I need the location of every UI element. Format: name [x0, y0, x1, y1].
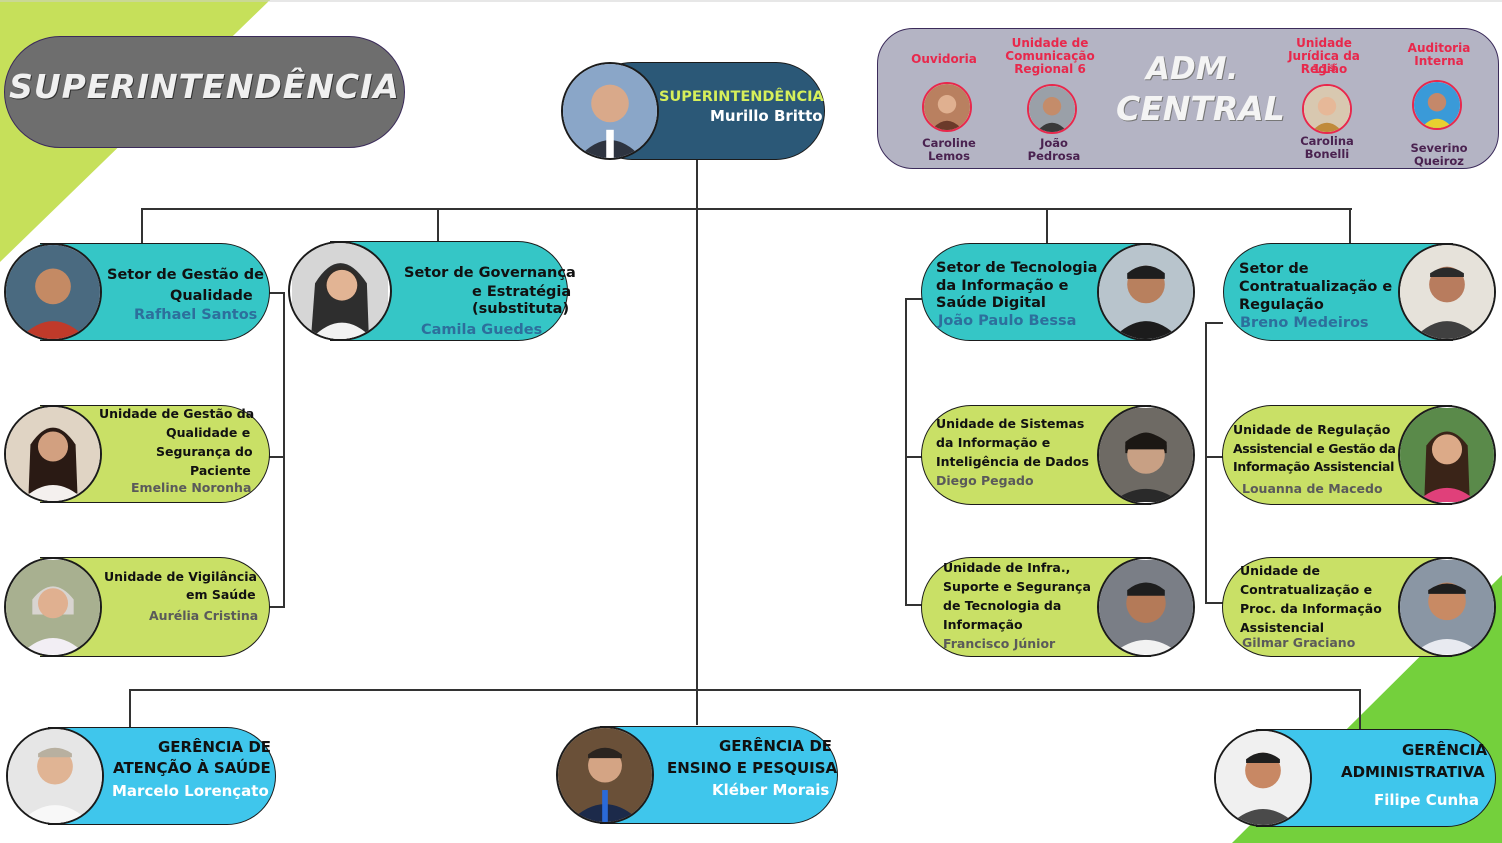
- unit-regulacao-line-2: Assistencial e Gestão da: [1233, 441, 1396, 456]
- unit-infra-line-2: Suporte e Segurança: [943, 579, 1091, 594]
- sector-tecnologia-name: João Paulo Bessa: [938, 313, 1077, 329]
- adm-central-title-1: ADM.: [1146, 51, 1239, 87]
- unit-contrat-proc-line-3: Proc. da Informação: [1240, 601, 1382, 616]
- unit-infra-line-3: de Tecnologia da: [943, 598, 1062, 613]
- superintendent-avatar: [561, 62, 659, 160]
- adm-comunicacao-label-1: Unidade de: [1011, 36, 1089, 50]
- sector-tecnologia-avatar: [1097, 243, 1195, 341]
- unit-seguranca-line-4: Paciente: [190, 463, 251, 478]
- adm-auditoria-label-1: Auditoria: [1407, 41, 1471, 55]
- adm-ouvidoria-avatar: [922, 82, 972, 132]
- superintendent-title: SUPERINTENDÊNCIA: [659, 89, 824, 105]
- management-administrativa-name: Filipe Cunha: [1374, 791, 1479, 809]
- unit-contrat-proc-line-2: Contratualização e: [1240, 582, 1373, 597]
- adm-juridica-label-2: Jurídica da 11ª: [1288, 49, 1360, 76]
- sector-governanca-title-1: Setor de Governança: [404, 265, 576, 281]
- sector-qualidade-avatar: [4, 243, 102, 341]
- adm-comunicacao-name-1: João: [1040, 136, 1068, 150]
- unit-regulacao-name: Louanna de Macedo: [1242, 481, 1383, 496]
- adm-juridica-label-3: Região: [1300, 62, 1348, 76]
- adm-juridica-label-1: Unidade: [1296, 36, 1352, 50]
- unit-sistemas-name: Diego Pegado: [936, 473, 1034, 488]
- unit-vigilancia-line-2: em Saúde: [186, 587, 256, 602]
- adm-ouvidoria-label: Ouvidoria: [911, 52, 977, 66]
- management-ensino-line-2: ENSINO E PESQUISA: [667, 759, 838, 777]
- sector-tecnologia-title-2: da Informação e: [936, 278, 1069, 294]
- sector-governanca-avatar: [288, 241, 392, 341]
- sector-contratualizacao-name: Breno Medeiros: [1240, 315, 1369, 331]
- adm-ouvidoria-name-1: Caroline: [922, 136, 976, 150]
- management-administrativa-line-2: ADMINISTRATIVA: [1341, 763, 1485, 781]
- management-administrativa-avatar: [1214, 729, 1312, 827]
- unit-seguranca-name: Emeline Noronha: [131, 480, 252, 495]
- unit-regulacao-avatar: [1398, 405, 1496, 505]
- unit-sistemas-line-3: Inteligência de Dados: [936, 454, 1089, 469]
- adm-auditoria-label-2: Interna: [1414, 54, 1464, 68]
- adm-auditoria-avatar: [1412, 80, 1462, 130]
- adm-comunicacao-label-2: Comunicação: [1005, 49, 1095, 63]
- management-atencao-line-2: ATENÇÃO À SAÚDE: [113, 759, 271, 777]
- unit-contrat-proc-line-1: Unidade de: [1240, 563, 1320, 578]
- management-atencao-line-1: GERÊNCIA DE: [158, 738, 272, 756]
- unit-infra-line-4: Informação: [943, 617, 1023, 632]
- unit-vigilancia-name: Aurélia Cristina: [149, 608, 259, 623]
- adm-comunicacao-label-3: Regional 6: [1014, 62, 1086, 76]
- unit-infra-name: Francisco Júnior: [943, 636, 1056, 651]
- adm-juridica-name-2: Bonelli: [1304, 147, 1350, 161]
- adm-juridica-avatar: [1302, 84, 1352, 134]
- header-title: SUPERINTENDÊNCIA: [9, 67, 400, 106]
- management-atencao-name: Marcelo Lorençato: [112, 782, 269, 800]
- unit-seguranca-line-3: Segurança do: [156, 444, 253, 459]
- unit-seguranca-line-2: Qualidade e: [166, 425, 251, 440]
- adm-comunicacao-avatar: [1027, 84, 1077, 134]
- unit-sistemas-line-2: da Informação e: [936, 435, 1051, 450]
- management-administrativa-line-1: GERÊNCIA: [1402, 741, 1488, 759]
- adm-ouvidoria-name-2: Lemos: [928, 149, 970, 163]
- sector-contratualizacao-title-2: Contratualização e: [1239, 279, 1393, 295]
- sector-qualidade-name: Rafhael Santos: [134, 307, 258, 323]
- unit-infra-line-1: Unidade de Infra.,: [943, 560, 1071, 575]
- sector-tecnologia-title-3: Saúde Digital: [936, 295, 1046, 311]
- sector-governanca-name: Camila Guedes: [421, 322, 543, 338]
- sector-governanca-title-3: (substituta): [472, 301, 570, 317]
- management-ensino-line-1: GERÊNCIA DE: [719, 737, 833, 755]
- adm-auditoria-name-1: Severino: [1410, 141, 1468, 155]
- management-ensino-avatar: [556, 726, 654, 824]
- adm-juridica-name-1: Carolina: [1300, 134, 1354, 148]
- unit-seguranca-avatar: [4, 405, 102, 503]
- sector-contratualizacao-title-1: Setor de: [1239, 261, 1309, 277]
- unit-vigilancia-avatar: [4, 557, 102, 657]
- sector-contratualizacao-avatar: [1398, 243, 1496, 341]
- adm-auditoria-name-2: Queiroz: [1414, 154, 1464, 168]
- sector-qualidade-title-1: Setor de Gestão de: [107, 267, 264, 283]
- management-atencao-avatar: [6, 727, 104, 825]
- header-banner: SUPERINTENDÊNCIA: [4, 36, 405, 148]
- adm-central-title-2: CENTRAL: [1116, 89, 1285, 128]
- adm-central-panel: ADM. CENTRAL: [877, 28, 1499, 169]
- unit-seguranca-line-1: Unidade de Gestão da: [99, 406, 255, 421]
- adm-comunicacao-name-2: Pedrosa: [1027, 149, 1081, 163]
- unit-vigilancia-line-1: Unidade de Vigilância: [104, 569, 257, 584]
- unit-contrat-proc-name: Gilmar Graciano: [1242, 635, 1356, 650]
- unit-sistemas-line-1: Unidade de Sistemas: [936, 416, 1085, 431]
- unit-sistemas-avatar: [1097, 405, 1195, 505]
- sector-governanca-title-2: e Estratégia: [472, 284, 572, 300]
- unit-regulacao-line-3: Informação Assistencial: [1233, 459, 1395, 474]
- management-ensino-name: Kléber Morais: [712, 781, 830, 799]
- unit-contrat-proc-avatar: [1398, 557, 1496, 657]
- sector-contratualizacao-title-3: Regulação: [1239, 297, 1324, 313]
- superintendent-name: Murillo Britto: [710, 107, 823, 125]
- unit-contrat-proc-line-4: Assistencial: [1240, 620, 1325, 635]
- sector-tecnologia-title-1: Setor de Tecnologia: [936, 260, 1098, 276]
- unit-infra-avatar: [1097, 557, 1195, 657]
- sector-qualidade-title-2: Qualidade: [170, 288, 253, 304]
- unit-regulacao-line-1: Unidade de Regulação: [1233, 422, 1391, 437]
